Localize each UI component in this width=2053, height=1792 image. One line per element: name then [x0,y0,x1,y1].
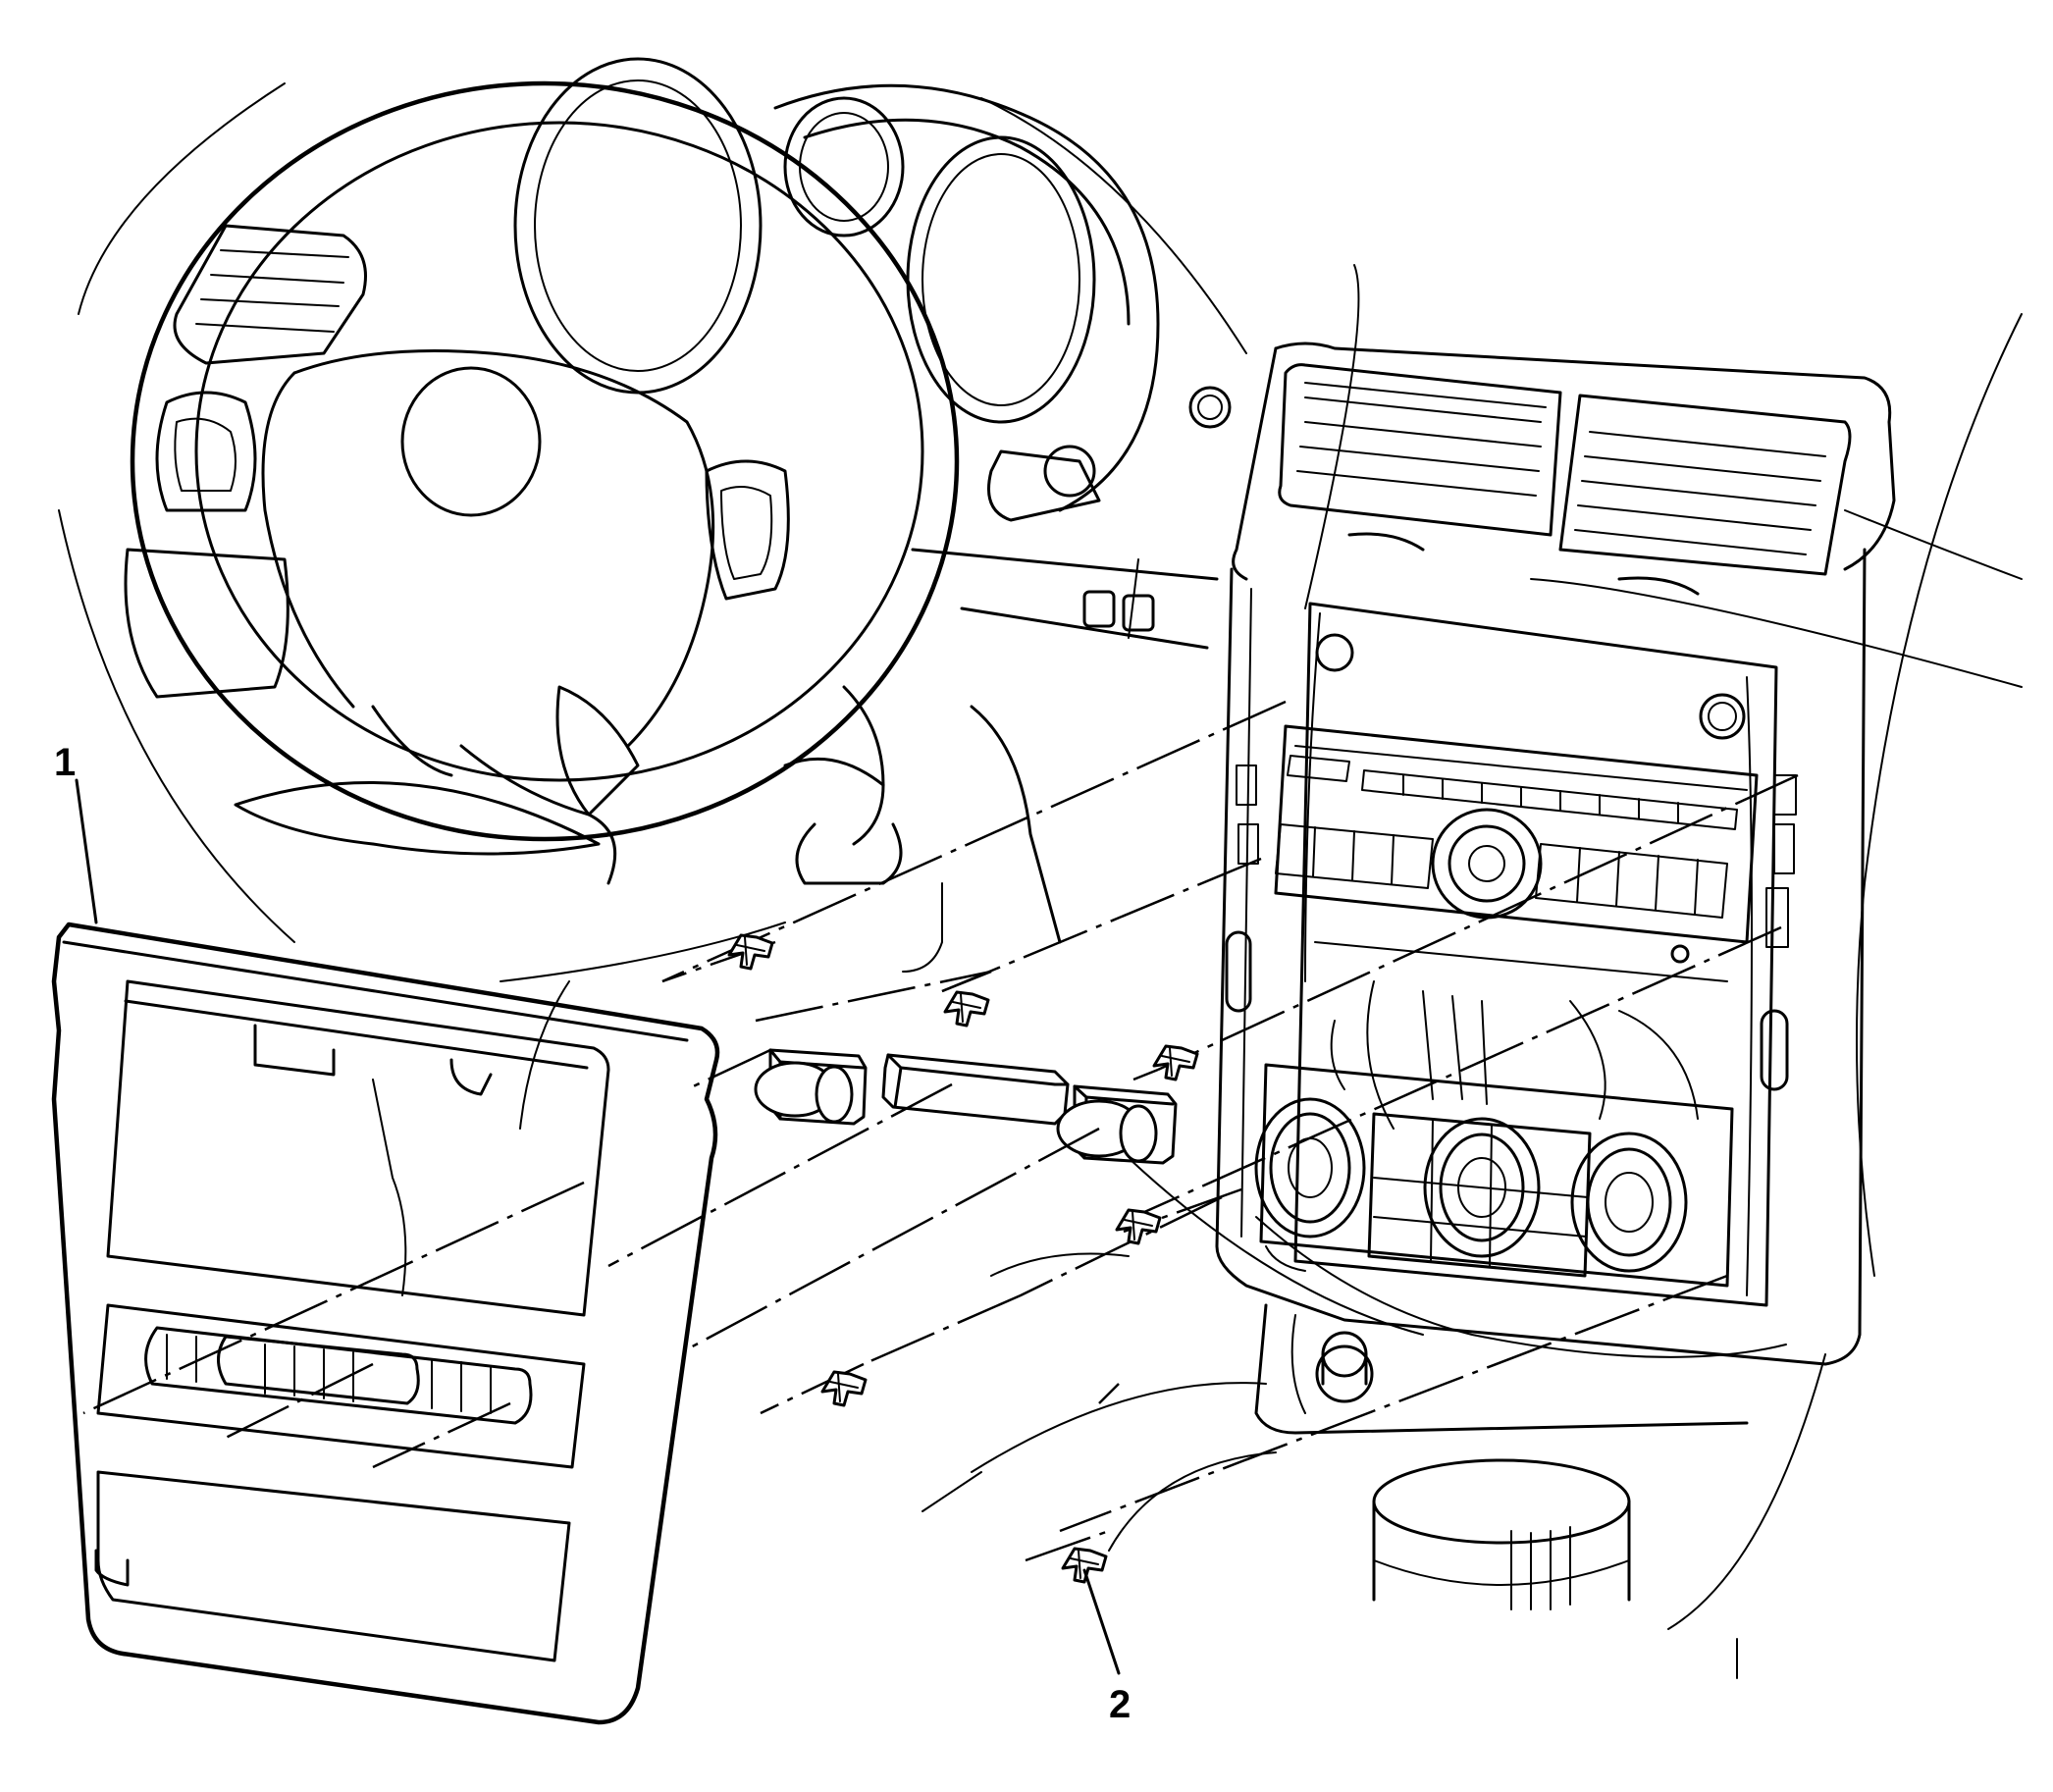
retainer-clips [727,933,1199,1584]
lower-console [1254,1303,1749,1610]
switch-assemblies [754,1048,1178,1165]
center-stack-housing [1215,342,1896,1366]
dashboard-outline [921,97,2023,1679]
trim-bezel [51,922,720,1725]
callout-label-2: 2 [1109,1683,1131,1726]
callout-label-1: 1 [54,741,76,784]
radio-unit [1274,724,1759,964]
hvac-control [1254,1063,1734,1288]
alignment-lines [82,700,1799,1562]
steering-column [783,548,1219,973]
callout-1: 1 [54,741,98,924]
steering-wheel [58,80,960,982]
callout-2: 2 [1082,1568,1131,1726]
stack-cavity [1225,764,1797,1130]
